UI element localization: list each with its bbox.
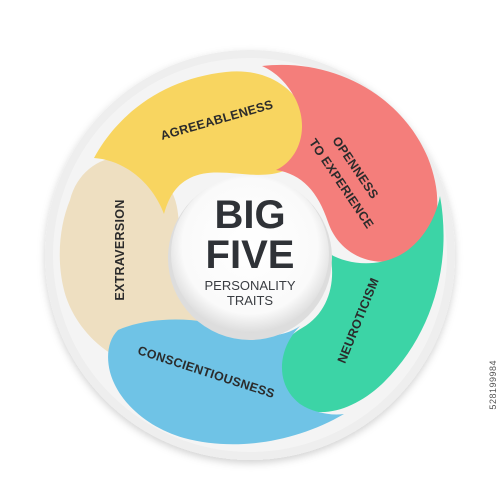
segment-agreeableness[interactable]	[94, 71, 309, 214]
segment-neuroticism[interactable]	[276, 196, 444, 413]
subtitle-traits: TRAITS	[227, 293, 274, 308]
subtitle-personality: PERSONALITY	[204, 278, 295, 293]
segment-openness[interactable]	[262, 64, 438, 262]
label-extraversion: EXTRAVERSION	[113, 199, 127, 300]
segment-conscientiousness[interactable]	[108, 319, 344, 445]
title-five: FIVE	[206, 233, 295, 277]
title-big: BIG	[214, 193, 285, 237]
center-disc	[171, 175, 329, 333]
segment-extraversion[interactable]	[59, 157, 206, 360]
stock-id: 528199984	[488, 360, 498, 410]
